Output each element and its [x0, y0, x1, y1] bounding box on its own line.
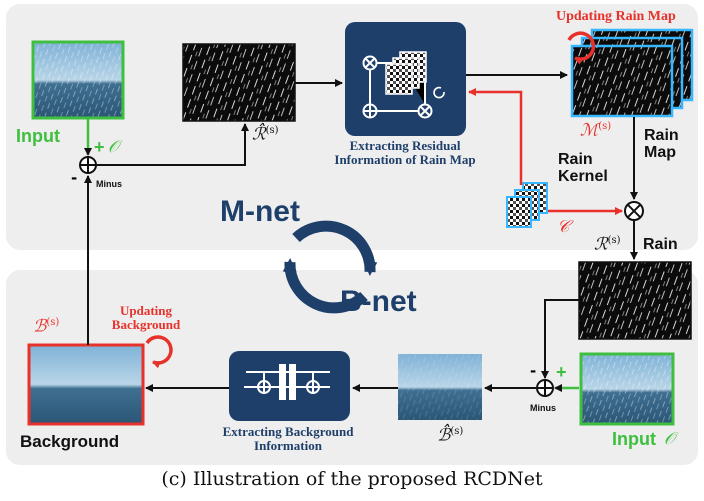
background-hat-symbol: ℬ̂(s): [437, 425, 464, 446]
rain-sym: ℛ: [594, 234, 608, 255]
background-sup: (s): [46, 317, 60, 328]
rain-label: Rain: [643, 236, 678, 253]
plus-sign-top: +: [94, 137, 105, 157]
input-label-top: Input: [16, 126, 60, 146]
input-image-bottom: [579, 352, 675, 426]
mnet-bnet-cycle: [282, 220, 378, 314]
rain-symbol: ℛ(s): [594, 234, 621, 255]
background-label: Background: [20, 432, 120, 451]
kernel-to-module-arrow: [468, 88, 523, 185]
updating-rain-map-loop-icon: [567, 31, 596, 65]
background-sym: ℬ: [33, 316, 47, 337]
rain-kernel-stack: [506, 182, 548, 228]
rain-map-label: Rain Map: [644, 127, 679, 161]
updating-background-loop-icon: [145, 335, 173, 369]
bnet-label: B-net: [340, 285, 417, 318]
residual-rain-symbol: ℛ̂(s): [252, 124, 279, 145]
minus-sign-top: -: [71, 169, 78, 187]
minus-sign-bottom: -: [530, 362, 537, 380]
updating-background-label: Updating Background: [111, 303, 181, 332]
convolution-operator: [624, 201, 644, 221]
background-image: [27, 343, 145, 426]
kernel-symbol: 𝒞: [557, 217, 570, 237]
bottom-subtract-operator: [536, 379, 554, 397]
residual-rain-image: [182, 43, 296, 122]
extracting-background-module: [229, 351, 350, 421]
mnet-label: M-net: [220, 195, 300, 228]
figure-caption: (c) Illustration of the proposed RCDNet: [161, 468, 543, 490]
background-symbol: ℬ(s): [33, 316, 60, 337]
subtract-to-residual-arrow: [97, 123, 249, 166]
minus-label-bottom: Minus: [530, 403, 556, 413]
rain-map-stack: [570, 28, 694, 118]
top-subtract-operator: [79, 156, 97, 174]
extracting-residual-module: [345, 22, 466, 136]
input-image-top: [31, 40, 125, 120]
bg-hat-sup: (s): [450, 426, 464, 437]
plus-sign-bottom: +: [556, 362, 567, 382]
extracting-residual-label: Extracting Residual Information of Rain …: [334, 138, 476, 167]
rain-map-symbol: ℳ(s): [580, 120, 612, 141]
input-symbol-bottom: 𝒪: [664, 429, 675, 449]
rain-to-subtract-arrow: [541, 299, 579, 379]
background-hat-image: [398, 354, 482, 420]
rain-sup: (s): [607, 235, 621, 246]
rain-kernel-label: Rain Kernel: [558, 151, 608, 185]
residual-rain-sup: (s): [265, 125, 279, 136]
minus-label-top: Minus: [96, 179, 122, 189]
rain-layer-image: [578, 261, 692, 340]
residual-rain-sym: ℛ̂: [252, 124, 266, 145]
rain-map-sup: (s): [598, 121, 612, 132]
extracting-background-label: Extracting Background Information: [222, 424, 354, 453]
input-label-bottom: Input: [612, 429, 656, 449]
input-symbol-top: 𝒪: [108, 137, 119, 157]
updating-rain-map-label: Updating Rain Map: [556, 9, 676, 24]
rain-map-sym: ℳ: [580, 120, 599, 141]
bg-hat-sym: ℬ̂: [437, 425, 451, 446]
